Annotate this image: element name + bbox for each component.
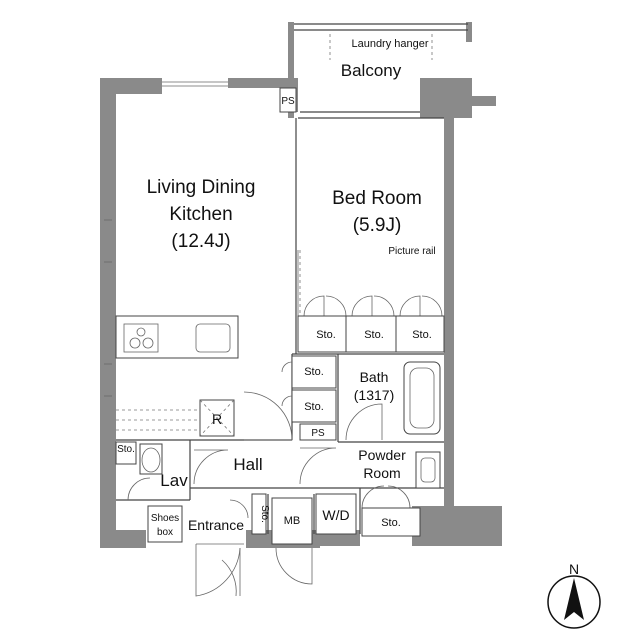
wall-top-mid <box>228 78 280 88</box>
hall-storage: Sto. Sto. PS <box>281 355 337 441</box>
shoes-box <box>147 505 183 543</box>
powder-label-line1: Powder <box>358 447 406 463</box>
sto-bed-3-box <box>395 315 445 353</box>
wall-left <box>100 92 116 548</box>
mb-label: MB <box>284 515 301 527</box>
laundry-hanger-label: Laundry hanger <box>351 38 428 50</box>
toilet-bowl <box>141 447 161 473</box>
entrance-label: Entrance <box>188 517 244 533</box>
refrigerator-label: R <box>212 411 222 427</box>
wall-right-stub <box>470 96 496 106</box>
room-bedroom: Bed Room (5.9J) Picture rail Sto. Sto. S… <box>297 188 445 353</box>
room-lav: Sto. Lav <box>115 441 188 501</box>
ldk-label-line1: Living Dining <box>147 177 256 198</box>
room-entrance: Shoes box Entrance Sto. <box>147 493 270 597</box>
powder-label-line2: Room <box>363 465 400 481</box>
mb-box <box>271 497 313 545</box>
shoes-label-line2: box <box>157 527 173 538</box>
sto-hall-1-box <box>291 355 337 389</box>
hall-label: Hall <box>233 455 262 474</box>
room-ldk: Living Dining Kitchen (12.4J) R <box>115 177 256 437</box>
ldk-label-line2: Kitchen <box>169 204 232 225</box>
bedroom-size: (5.9J) <box>353 215 402 236</box>
bath-size: (1317) <box>354 387 394 403</box>
sink-icon <box>195 323 231 353</box>
sto-hall-2-box <box>291 389 337 423</box>
wall-balcony-right <box>466 22 472 42</box>
ps-top-box <box>279 87 297 113</box>
bedroom-label: Bed Room <box>332 188 422 209</box>
picture-rail-label: Picture rail <box>388 246 435 257</box>
sto-bed-1-box <box>297 315 347 353</box>
sto-powder-label: Sto. <box>381 517 401 529</box>
lav-label: Lav <box>160 471 188 490</box>
stove-icon <box>123 323 159 353</box>
sto-hall-2-label: Sto. <box>304 401 324 413</box>
closet-doors <box>303 295 443 317</box>
sto-bed-2-box <box>345 315 397 353</box>
room-hall: Hall <box>193 391 337 485</box>
wall-top-left <box>100 78 162 94</box>
sto-hall-1-label: Sto. <box>304 366 324 378</box>
wall-bottom-left <box>100 530 146 548</box>
ps-top-label: PS <box>281 96 295 107</box>
ldk-size: (12.4J) <box>171 231 230 252</box>
powder-sink <box>415 451 441 489</box>
sto-lav-box <box>115 441 137 465</box>
ps-bath-label: PS <box>311 428 325 439</box>
sto-lav-label: Sto. <box>117 444 135 455</box>
sto-powder-box <box>361 507 421 537</box>
wall-balcony-left <box>288 22 294 118</box>
shoes-label-line1: Shoes <box>151 513 179 524</box>
utility: MB W/D <box>271 493 357 585</box>
balcony-label: Balcony <box>341 61 402 80</box>
compass-north-label: N <box>569 561 579 577</box>
room-bath: Bath (1317) <box>345 361 441 441</box>
room-powder: Powder Room Sto. <box>358 447 441 537</box>
wall-bottom-right <box>412 506 502 546</box>
ps-bath-box <box>299 423 337 441</box>
wd-box <box>315 493 357 535</box>
bath-label: Bath <box>360 369 389 385</box>
balcony: Laundry hanger Balcony PS <box>279 34 433 113</box>
toilet-tank <box>139 443 163 475</box>
bathtub <box>403 361 441 435</box>
wd-label: W/D <box>322 507 349 523</box>
wall-right <box>444 110 454 510</box>
north-compass-icon: N <box>547 561 601 629</box>
kitchen-counter <box>115 315 239 359</box>
sto-bed-2-label: Sto. <box>364 329 384 341</box>
sto-bed-1-label: Sto. <box>316 329 336 341</box>
sto-bed-3-label: Sto. <box>412 329 432 341</box>
sto-entrance-box <box>251 493 267 535</box>
sto-entrance-label: Sto. <box>259 505 270 523</box>
